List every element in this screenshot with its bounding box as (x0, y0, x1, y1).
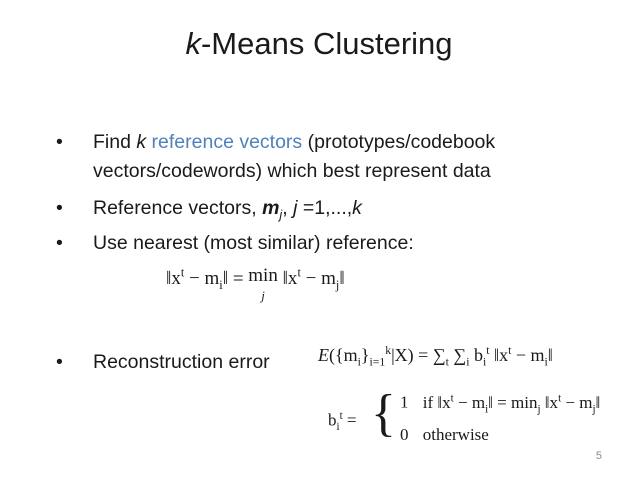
formula-b-brace: { (371, 385, 396, 442)
bullet-2-comma: , (282, 197, 294, 219)
bullet-1-text-e: (prototypes/codebook (302, 131, 496, 153)
formula-nearest-min: min j (248, 266, 278, 304)
formula-b-case-2: 0 otherwise (400, 425, 489, 445)
bullet-dot: • (56, 351, 63, 373)
bullet-1-k: k (136, 131, 147, 153)
formula-nearest-lhs: ‖xt − mi‖ (166, 266, 229, 293)
formula-nearest-min-label: min (248, 265, 278, 286)
bullet-2-line: Reference vectors, mj, j =1,...,k (93, 194, 362, 230)
formula-nearest-min-sub: j (261, 288, 265, 303)
formula-b-case-1-value: 1 (400, 392, 409, 412)
formula-b-case-1-if: if (422, 392, 434, 412)
bullet-2-j: j (293, 197, 298, 219)
bullet-4-text: Reconstruction error (93, 351, 270, 373)
formula-b-case-1: 1 if ‖xt − mi‖ = minj ‖xt − mj‖ (400, 392, 600, 415)
bullet-dot: • (56, 131, 63, 153)
formula-nearest: ‖xt − mi‖ = min j ‖xt − mj‖ (166, 266, 345, 304)
bullet-2-k: k (352, 197, 362, 219)
formula-error: E({mi}i=1k|X) = ∑t ∑i bit ‖xt − mi‖ (318, 344, 553, 369)
title-k: k (185, 26, 201, 61)
bullet-1-accent: reference vectors (151, 131, 303, 153)
title-rest: -Means Clustering (200, 26, 453, 61)
formula-error-lhs: E (318, 345, 329, 365)
bullet-dot: • (56, 232, 63, 254)
bullet-1-line-2: vectors/codewords) which best represent … (93, 160, 491, 182)
formula-nearest-eq: = (232, 268, 244, 290)
formula-error-rhs: ∑t ∑i bit ‖xt − mi‖ (432, 344, 553, 369)
formula-b-case-1-cond: ‖xt − mi‖ = minj ‖xt − mj‖ (437, 392, 601, 416)
bullet-2-text-a: Reference vectors, (93, 197, 263, 219)
formula-error-eq: = (418, 345, 429, 365)
bullet-3-text: Use nearest (most similar) reference: (93, 232, 414, 254)
bullet-dot: • (56, 197, 63, 219)
bullet-1-line-1: Find k reference vectors (prototypes/cod… (93, 128, 495, 157)
bullet-2-range: =1,..., (297, 197, 353, 219)
bullet-2-m: m (262, 197, 280, 219)
slide-title: k-Means Clustering (0, 26, 638, 62)
bullet-1-text-a: Find (93, 131, 137, 153)
formula-nearest-rhs: ‖xt − mj‖ (282, 266, 345, 293)
formula-b-case-2-text: otherwise (422, 425, 489, 444)
bullet-2-sub-j: j (279, 207, 283, 222)
formula-b-lhs: bit = (328, 410, 357, 434)
page-number: 5 (595, 450, 602, 462)
formula-error-args: ({mi}i=1k|X) (329, 344, 414, 369)
formula-b-case-2-value: 0 (400, 425, 409, 444)
